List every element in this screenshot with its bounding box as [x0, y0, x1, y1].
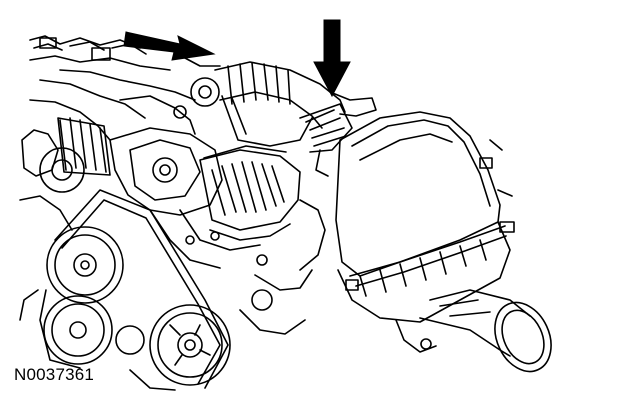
drive-belt-pulleys: [20, 190, 230, 390]
engine-block: [20, 36, 325, 334]
callout-arrows: [124, 20, 350, 96]
arrow-right-icon: [124, 32, 214, 60]
figure-reference-id: N0037361: [14, 365, 95, 384]
arrow-down-icon: [314, 20, 350, 96]
air-intake-tube: [215, 62, 376, 176]
air-cleaner-housing: [336, 112, 562, 381]
